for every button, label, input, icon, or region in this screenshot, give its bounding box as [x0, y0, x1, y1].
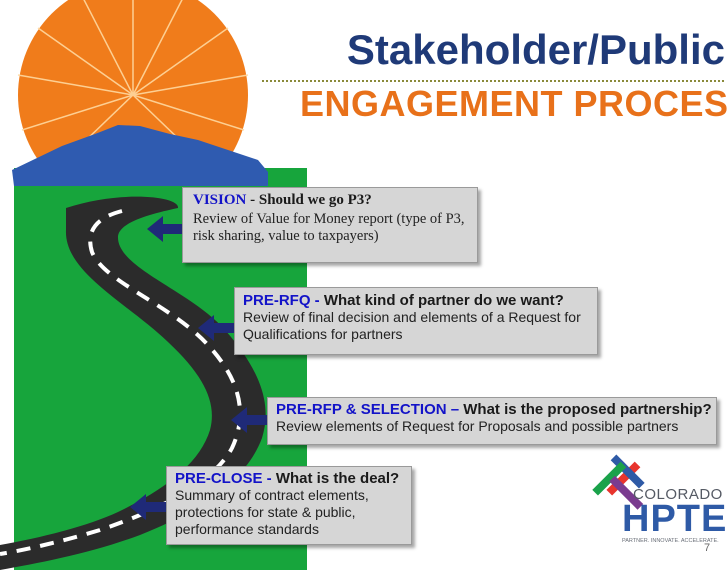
step-pre-rfp-selection-box: PRE-RFP & SELECTION – What is the propos… — [267, 397, 717, 445]
step-description: Review of Value for Money report (type o… — [193, 211, 465, 244]
step-question: Should we go P3? — [258, 192, 372, 208]
logo-word-hpte: HPTE — [622, 498, 727, 540]
left-arrow-icon — [147, 216, 185, 242]
road-center-line — [0, 209, 243, 556]
title-divider — [262, 80, 724, 82]
left-arrow-icon — [130, 494, 168, 520]
step-vision-box: VISION - Should we go P3? Review of Valu… — [182, 187, 478, 263]
page-number: 7 — [704, 542, 711, 554]
step-heading: PRE-RFQ - What kind of partner do we wan… — [243, 292, 589, 309]
step-stage: PRE-RFP & SELECTION – — [276, 401, 460, 418]
step-stage: VISION — [193, 192, 247, 208]
step-description: Review of final decision and elements of… — [243, 309, 581, 342]
mountain — [12, 125, 268, 186]
step-heading: PRE-RFP & SELECTION – What is the propos… — [276, 401, 712, 418]
step-pre-close-box: PRE-CLOSE - What is the deal? Summary of… — [166, 466, 412, 545]
step-stage: PRE-CLOSE - — [175, 470, 272, 487]
logo-word-colorado: COLORADO — [633, 486, 723, 503]
step-question: What is the proposed partnership? — [463, 401, 712, 418]
step-heading: PRE-CLOSE - What is the deal? — [175, 470, 403, 487]
title-line2: ENGAGEMENT PROCESS — [300, 83, 727, 124]
logo-tagline: PARTNER. INNOVATE. ACCELERATE. — [622, 538, 719, 544]
colorado-hpte-logo — [592, 454, 645, 510]
left-arrow-icon — [198, 315, 236, 341]
step-heading: VISION - Should we go P3? — [193, 192, 372, 208]
step-stage: PRE-RFQ - — [243, 292, 320, 309]
step-pre-rfq-box: PRE-RFQ - What kind of partner do we wan… — [234, 287, 598, 355]
step-question: What kind of partner do we want? — [323, 292, 564, 309]
step-description: Summary of contract elements, protection… — [175, 487, 369, 537]
left-arrow-icon — [231, 407, 269, 433]
title-line1: Stakeholder/Public — [346, 26, 725, 73]
step-question: What is the deal? — [275, 470, 400, 487]
step-description: Review elements of Request for Proposals… — [276, 418, 679, 434]
